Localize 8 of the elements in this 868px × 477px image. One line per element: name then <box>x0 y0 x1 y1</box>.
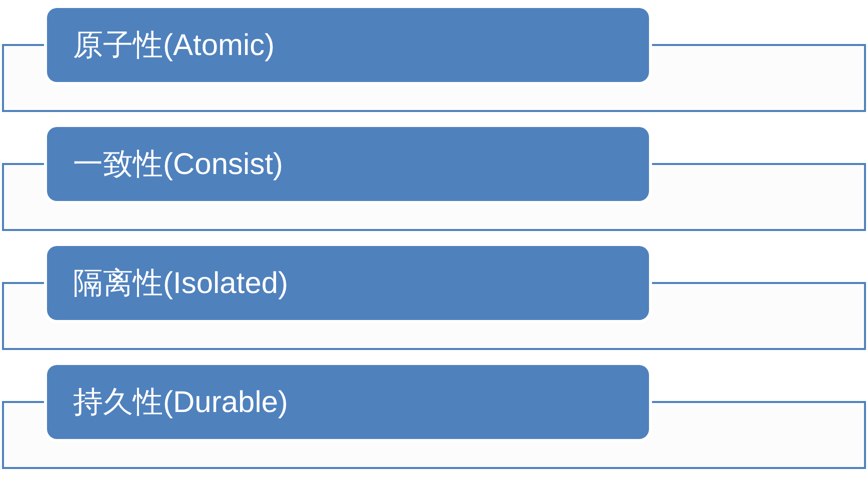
title-box <box>47 246 649 320</box>
title-box <box>47 365 649 439</box>
title-box <box>47 127 649 201</box>
title-text: 一致性(Consist) <box>73 148 284 180</box>
title-text: 持久性(Durable) <box>73 386 288 418</box>
title-text: 原子性(Atomic) <box>73 28 275 62</box>
title-box <box>47 8 649 82</box>
title-text: 隔离性(Isolated) <box>73 266 288 300</box>
